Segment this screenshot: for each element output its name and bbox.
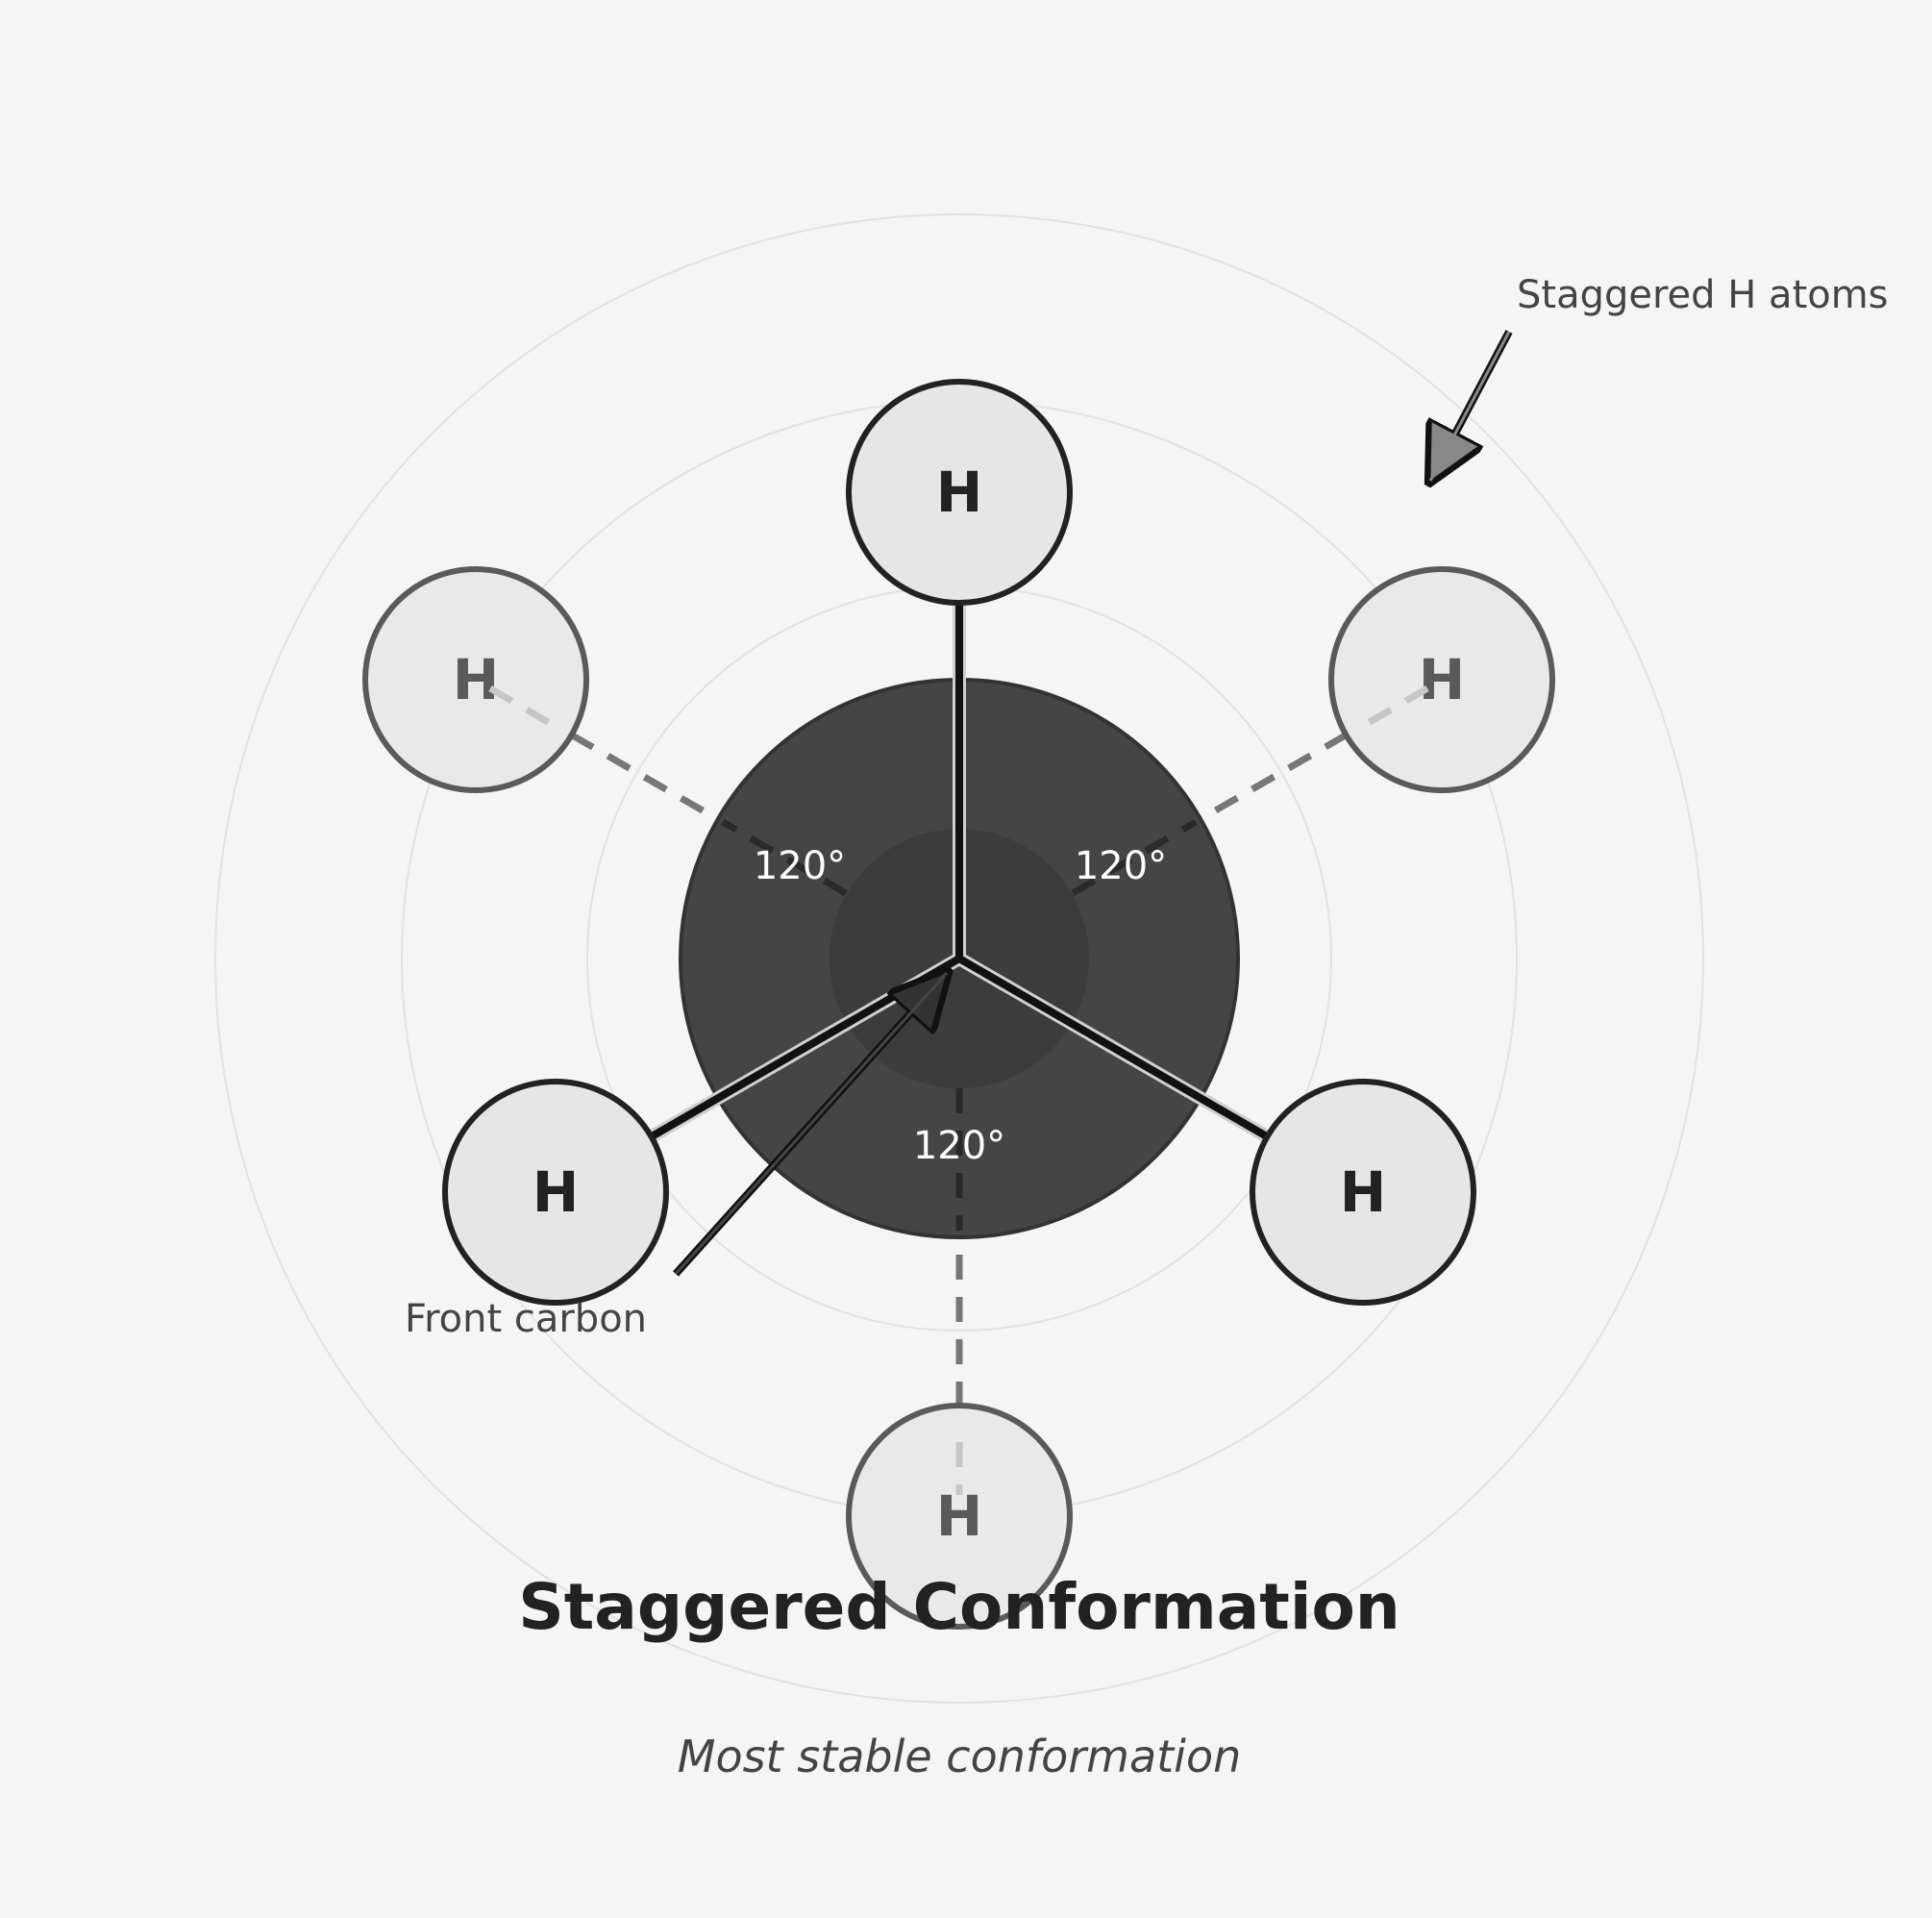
front-carbon-label: Front carbon (405, 1297, 647, 1341)
back-atom-upper-left: H (362, 566, 589, 793)
back-atom-label: H (453, 647, 500, 712)
annotation-staggered-h: Staggered H atoms (1430, 273, 1889, 481)
back-atom-label: H (1419, 647, 1466, 712)
front-atoms: H H H (442, 379, 1476, 1306)
annotation-front-carbon: Front carbon (405, 973, 947, 1341)
front-atom-top: H (846, 379, 1073, 606)
back-bond-fragments (721, 818, 1198, 1231)
front-atom-lower-right: H (1250, 1079, 1476, 1306)
guide-ring-outer (214, 213, 1704, 1704)
angle-label-right: 120° (1075, 844, 1167, 888)
angle-labels: 120° 120° 120° (754, 844, 1167, 1168)
diagram-subtitle: Most stable conformation (678, 1731, 1242, 1782)
back-bond-stubs (488, 685, 1429, 1495)
back-atoms: H H H (362, 566, 1555, 1630)
front-atom-lower-left: H (442, 1079, 669, 1306)
back-atom-upper-right: H (1328, 566, 1555, 793)
front-atom-label: H (533, 1159, 580, 1225)
diagram-title: Staggered Conformation (518, 1570, 1400, 1644)
front-atom-label: H (936, 460, 983, 525)
front-atom-label: H (1340, 1159, 1387, 1225)
staggered-h-label: Staggered H atoms (1517, 273, 1889, 317)
angle-label-left: 120° (754, 844, 846, 888)
angle-label-bottom: 120° (913, 1124, 1005, 1168)
